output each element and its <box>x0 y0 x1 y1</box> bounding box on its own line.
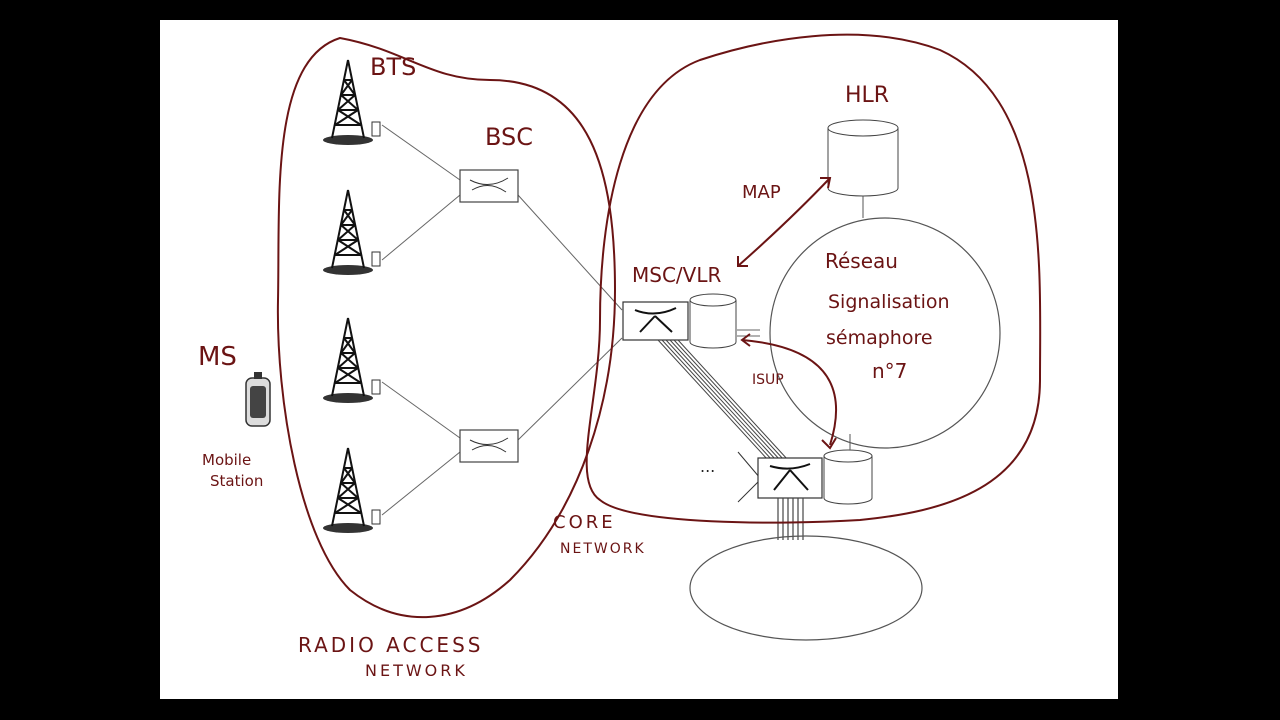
mobile-station-label-line2: Station <box>210 472 263 490</box>
core-network-outline <box>585 33 1042 524</box>
map-arrow <box>737 177 832 267</box>
bts-tower-1 <box>323 59 381 145</box>
trunk-lines <box>657 339 789 461</box>
hlr-label: HLR <box>845 83 889 108</box>
core-network-label-line2: NETWORK <box>560 541 646 557</box>
isup-arrow <box>740 333 838 450</box>
signaling-network-circle <box>769 217 1001 449</box>
gsm-architecture-diagram: BTS BSC MS Mobile Station RADIO ACCESS N… <box>198 33 1042 680</box>
mobile-station-label-line1: Mobile <box>202 451 251 469</box>
hlr-database-icon <box>827 119 899 218</box>
bts-tower-3 <box>323 317 381 403</box>
gateway-switch-node <box>737 434 873 505</box>
core-network-label-line1: CORE <box>553 512 616 533</box>
bsc-box-1 <box>459 169 519 203</box>
bts-bsc-links <box>381 124 760 516</box>
ellipsis-label: ... <box>700 457 715 476</box>
radio-access-label-line1: RADIO ACCESS <box>298 633 483 657</box>
diagram-canvas: BTS BSC MS Mobile Station RADIO ACCESS N… <box>160 20 1118 699</box>
radio-access-label-line2: NETWORK <box>365 661 468 680</box>
bts-label: BTS <box>370 53 416 81</box>
reseau-label-line4: n°7 <box>872 359 907 383</box>
reseau-label-line2: Signalisation <box>828 291 950 313</box>
bsc-box-2 <box>459 429 519 463</box>
msc-vlr-label: MSC/VLR <box>632 263 721 287</box>
radio-access-network-outline <box>276 36 617 619</box>
pstn-links <box>777 498 804 540</box>
ms-label: MS <box>198 342 237 372</box>
bts-tower-2 <box>323 189 381 275</box>
reseau-label-line1: Réseau <box>825 249 898 273</box>
msc-vlr-node <box>622 293 737 349</box>
mobile-phone-icon <box>245 372 271 427</box>
bts-tower-4 <box>323 447 381 533</box>
map-label: MAP <box>742 182 781 203</box>
reseau-label-line3: sémaphore <box>826 327 933 349</box>
isup-label: ISUP <box>752 372 784 388</box>
bsc-label: BSC <box>485 123 533 151</box>
external-network-ellipse <box>689 535 923 641</box>
